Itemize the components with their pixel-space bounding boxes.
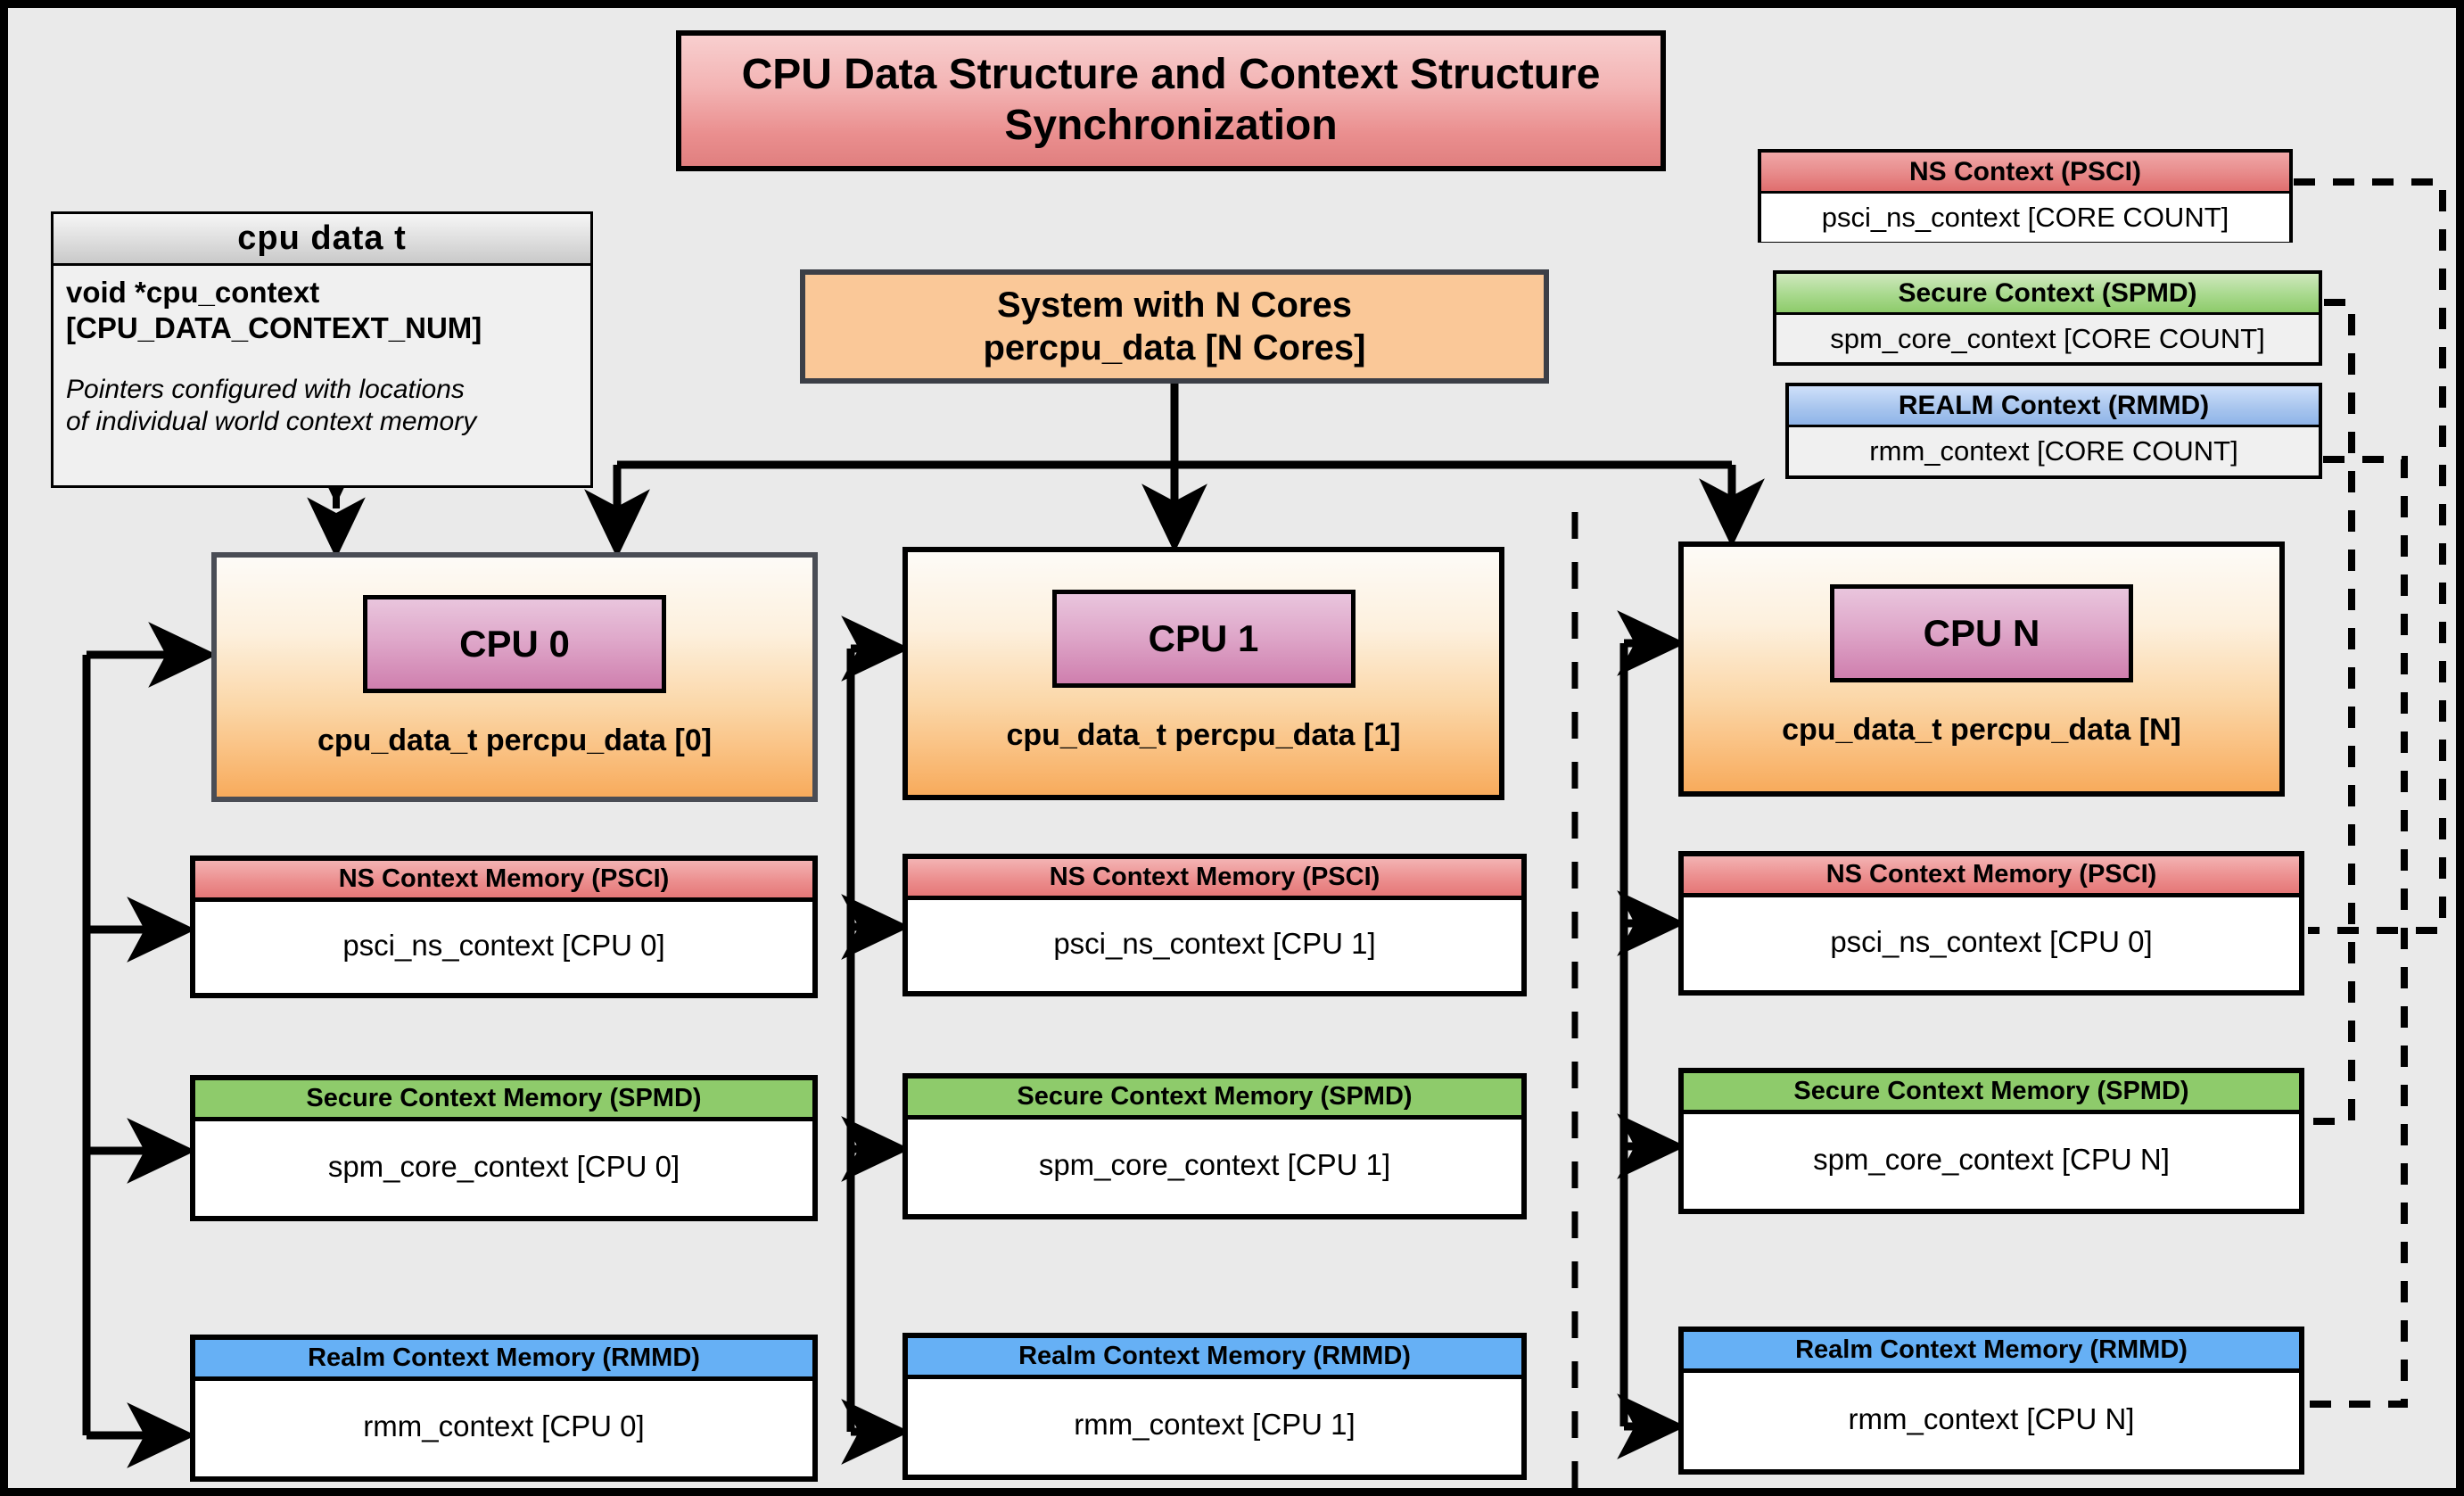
cpu-1-ns-context-memory-header: NS Context Memory (PSCI) [908,859,1521,900]
system-line-2: percpu_data [N Cores] [983,328,1366,368]
realm-legend-to-cpuN-dashed [2307,456,2408,1408]
legend-ns-context-header: NS Context (PSCI) [1761,153,2289,194]
cpuN-pointer-bus [1619,639,1653,1431]
system-tree-arrowheads [584,478,1765,558]
cpu1-pointer-arrowheads [841,616,911,1465]
cpu-n-ns-context-memory: NS Context Memory (PSCI) psci_ns_context… [1678,851,2304,996]
cpu-0-box: CPU 0 cpu_data_t percpu_data [0] [211,552,818,802]
legend-ns-context-body: psci_ns_context [CORE COUNT] [1761,194,2289,242]
cpu-1-secure-context-memory-body: spm_core_context [CPU 1] [908,1120,1521,1210]
cpu-n-realm-context-memory: Realm Context Memory (RMMD) rmm_context … [1678,1327,2304,1475]
cpu-0-realm-context-memory: Realm Context Memory (RMMD) rmm_context … [190,1335,818,1482]
cpu-1-ns-context-memory: NS Context Memory (PSCI) psci_ns_context… [902,854,1527,996]
cpu-1-realm-context-memory: Realm Context Memory (RMMD) rmm_context … [902,1333,1527,1480]
cpu-1-secure-context-memory: Secure Context Memory (SPMD) spm_core_co… [902,1073,1527,1219]
cpu-1-realm-context-memory-header: Realm Context Memory (RMMD) [908,1338,1521,1379]
legend-realm-context-header: REALM Context (RMMD) [1789,386,2319,427]
legend-secure-context: Secure Context (SPMD) spm_core_context [… [1773,270,2322,366]
cpu0-pointer-bus [82,650,167,1440]
cpu0-pointer-arrowheads [127,622,218,1468]
page-title: CPU Data Structure and Context Structure… [676,30,1666,171]
system-line-1: System with N Cores [997,285,1352,325]
cpu-data-t-struct-box: cpu data t void *cpu_context[CPU_DATA_CO… [51,211,593,488]
cpu-0-chip: CPU 0 [363,595,666,693]
cpu-1-secure-context-memory-header: Secure Context Memory (SPMD) [908,1079,1521,1120]
legend-ns-context: NS Context (PSCI) psci_ns_context [CORE … [1758,149,2293,243]
cpu-n-secure-context-memory-header: Secure Context Memory (SPMD) [1684,1073,2299,1114]
cpu-data-t-header: cpu data t [54,214,590,266]
cpu-1-caption: cpu_data_t percpu_data [1] [1006,718,1401,752]
legend-realm-context-body: rmm_context [CORE COUNT] [1869,435,2238,467]
cpu-1-chip: CPU 1 [1051,590,1356,688]
system-overview-box: System with N Cores percpu_data [N Cores… [800,269,1549,384]
cpu-n-chip: CPU N [1830,584,2133,682]
cpu-0-secure-context-memory: Secure Context Memory (SPMD) spm_core_co… [190,1075,818,1221]
cpu-n-secure-context-memory-body: spm_core_context [CPU N] [1684,1114,2299,1204]
cpu-1-box: CPU 1 cpu_data_t percpu_data [1] [902,547,1504,800]
cpu-data-t-body: void *cpu_context[CPU_DATA_CONTEXT_NUM] … [54,266,590,448]
cpu-n-realm-context-memory-header: Realm Context Memory (RMMD) [1684,1332,2299,1373]
cpu-n-secure-context-memory: Secure Context Memory (SPMD) spm_core_co… [1678,1068,2304,1214]
cpu-0-realm-context-memory-header: Realm Context Memory (RMMD) [195,1340,812,1381]
page-title-text: CPU Data Structure and Context Structure… [741,51,1601,149]
cpu-0-ns-context-memory-body: psci_ns_context [CPU 0] [195,902,812,988]
legend-realm-context: REALM Context (RMMD) rmm_context [CORE C… [1785,383,2322,479]
system-tree-connector [613,384,1736,549]
cpu-n-box: CPU N cpu_data_t percpu_data [N] [1678,541,2285,797]
cpu1-pointer-bus [846,644,878,1436]
cpu-0-ns-context-memory-header: NS Context Memory (PSCI) [195,861,812,902]
cpu-n-ns-context-memory-header: NS Context Memory (PSCI) [1684,856,2299,897]
cpu-1-realm-context-memory-body: rmm_context [CPU 1] [908,1379,1521,1470]
cpu-0-secure-context-memory-body: spm_core_context [CPU 0] [195,1121,812,1211]
cpu-n-realm-context-memory-body: rmm_context [CPU N] [1684,1373,2299,1465]
cpu-n-ns-context-memory-body: psci_ns_context [CPU 0] [1684,897,2299,986]
legend-secure-context-body: spm_core_context [CORE COUNT] [1830,323,2265,354]
cpu-0-realm-context-memory-body: rmm_context [CPU 0] [195,1381,812,1472]
cpu-1-ns-context-memory-body: psci_ns_context [CPU 1] [908,900,1521,987]
legend-secure-context-header: Secure Context (SPMD) [1776,274,2319,315]
cpu-0-caption: cpu_data_t percpu_data [0] [317,723,713,757]
cpu-n-caption: cpu_data_t percpu_data [N] [1782,713,2181,747]
cpuN-pointer-arrowheads [1617,610,1686,1459]
cpu-data-t-field: void *cpu_context[CPU_DATA_CONTEXT_NUM] [66,276,482,345]
cpu-0-ns-context-memory: NS Context Memory (PSCI) psci_ns_context… [190,855,818,998]
cpu-0-secure-context-memory-header: Secure Context Memory (SPMD) [195,1080,812,1121]
